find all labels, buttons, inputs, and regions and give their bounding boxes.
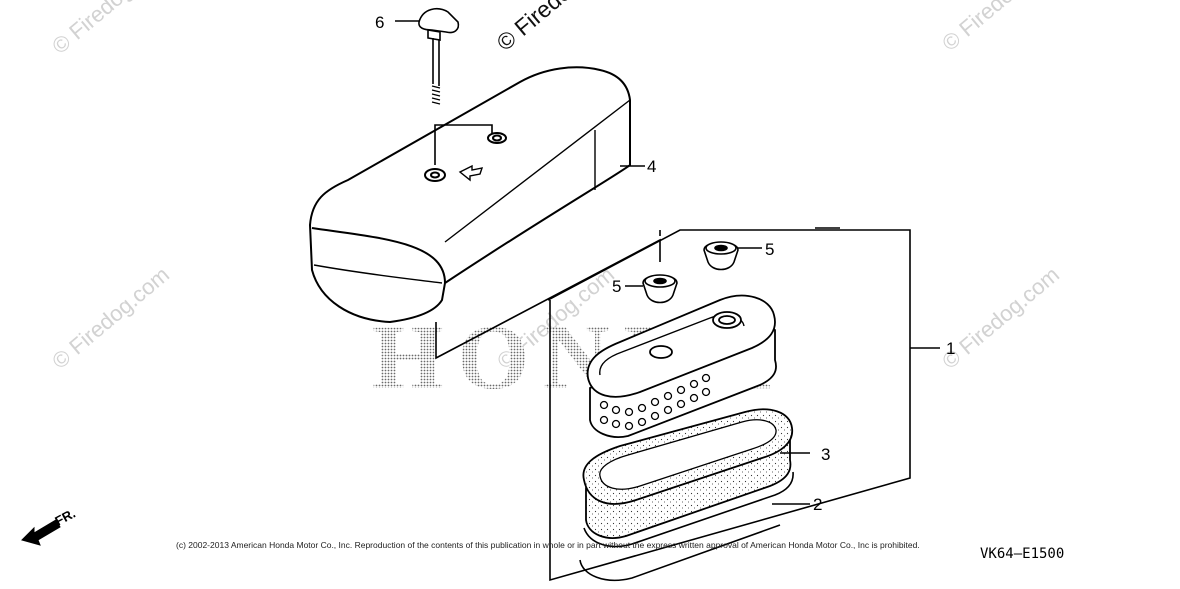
watermark-text: © Firedog.com <box>937 0 1064 56</box>
callout-1: 1 <box>946 339 955 358</box>
part-3-foam-element <box>582 408 810 539</box>
callout-4: 4 <box>647 157 656 176</box>
watermark-text: © Firedog.com <box>937 262 1064 374</box>
watermark-text: © Firedog.com <box>47 0 174 59</box>
callout-3: 3 <box>821 445 830 464</box>
copyright-notice: (c) 2002-2013 American Honda Motor Co., … <box>176 540 920 550</box>
callout-6: 6 <box>375 13 384 32</box>
callout-labels: 1 2 3 4 5 5 6 <box>375 13 955 514</box>
watermark-text: © Firedog.com <box>492 0 625 56</box>
front-arrow-icon: FR. <box>21 506 78 546</box>
callout-5-left: 5 <box>612 277 621 296</box>
part-5-grommet-left <box>625 274 678 304</box>
diagram-code: VK64—E1500 <box>980 546 1064 562</box>
part-5-grommet-right <box>703 241 762 271</box>
part-2-foam-ring <box>579 471 810 582</box>
part-4-cleaner-cover <box>308 66 645 324</box>
leader-lines <box>434 124 940 582</box>
callout-2: 2 <box>813 495 822 514</box>
callout-5-right: 5 <box>765 240 774 259</box>
watermark-text: © Firedog.com <box>47 262 174 374</box>
part-6-wing-bolt <box>395 8 460 105</box>
part-1-filter-element <box>586 294 777 438</box>
